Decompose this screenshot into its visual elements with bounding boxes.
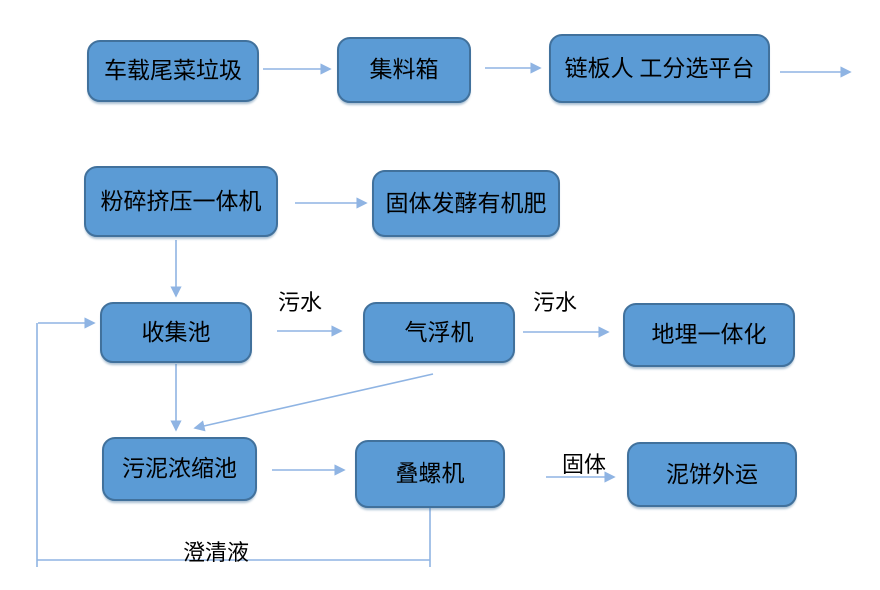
label-clarified-liquid: 澄清液: [183, 540, 250, 565]
node-air-flotation-machine: 气浮机: [363, 302, 515, 363]
node-label-solid-fermentation-organic-fertilizer: 固体发酵有机肥: [385, 190, 547, 216]
node-label-collection-hopper: 集料箱: [369, 57, 439, 83]
node-collection-pool: 收集池: [100, 302, 252, 363]
node-label-air-flotation-machine: 气浮机: [404, 319, 474, 345]
node-label-mud-cake-outbound: 泥饼外运: [666, 461, 758, 487]
node-sludge-thickening-pool: 污泥浓缩池: [102, 437, 257, 501]
node-solid-fermentation-organic-fertilizer: 固体发酵有机肥: [372, 170, 560, 237]
node-mud-cake-outbound: 泥饼外运: [627, 442, 797, 507]
node-vehicle-tail-vegetable-waste: 车载尾菜垃圾: [87, 40, 259, 102]
node-stacked-screw-machine: 叠螺机: [355, 440, 505, 508]
label-solid: 固体: [562, 452, 607, 477]
label-sewage-2: 污水: [533, 290, 578, 315]
label-sewage-1: 污水: [278, 290, 323, 315]
node-label-underground-integrated-unit: 地埋一体化: [651, 322, 767, 348]
node-label-collection-pool: 收集池: [141, 319, 211, 345]
node-label-vehicle-tail-vegetable-waste: 车载尾菜垃圾: [104, 58, 242, 84]
node-underground-integrated-unit: 地埋一体化: [623, 303, 795, 367]
node-collection-hopper: 集料箱: [337, 37, 471, 103]
node-label-chain-plate-manual-sorting-platform: 链板人 工分选平台: [564, 55, 755, 81]
node-crush-squeeze-machine: 粉碎挤压一体机: [84, 166, 278, 237]
node-chain-plate-manual-sorting-platform: 链板人 工分选平台: [549, 34, 770, 103]
edge-air-flotation-to-sludge-pool: [193, 373, 434, 432]
node-label-crush-squeeze-machine: 粉碎挤压一体机: [100, 188, 262, 214]
node-label-sludge-thickening-pool: 污泥浓缩池: [122, 456, 237, 482]
node-label-stacked-screw-machine: 叠螺机: [395, 461, 465, 487]
